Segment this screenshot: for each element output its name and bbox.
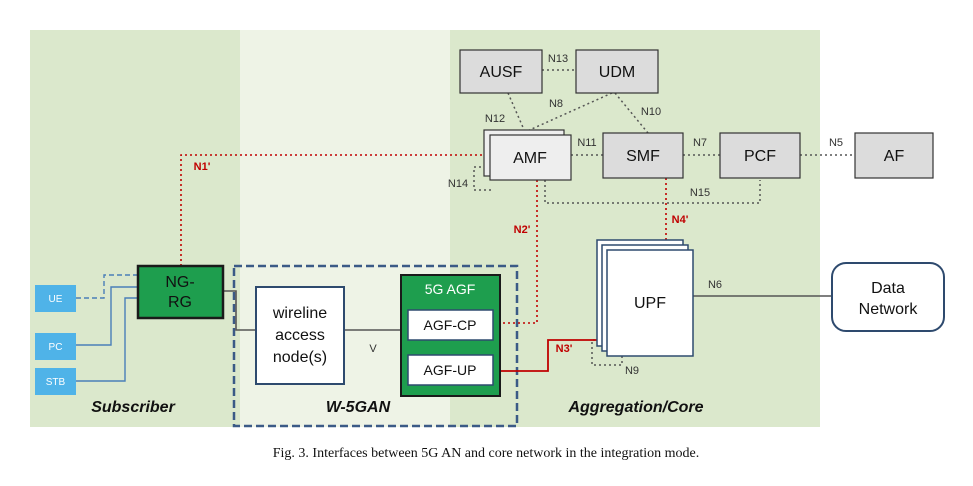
pcf-label: PCF bbox=[744, 148, 776, 165]
zone-label-w5gan: W-5GAN bbox=[326, 399, 391, 416]
wireline-label-2: access bbox=[275, 327, 325, 344]
label-n1-prime: N1' bbox=[194, 161, 211, 173]
pc-label: PC bbox=[49, 342, 63, 353]
agf-up-label: AGF-UP bbox=[424, 362, 477, 378]
amf-label: AMF bbox=[513, 150, 547, 167]
link-ngrg-wireline bbox=[223, 290, 256, 331]
control-links bbox=[180, 154, 667, 324]
upf-label: UPF bbox=[634, 295, 666, 312]
upf-box bbox=[606, 249, 694, 357]
label-n4-prime: N4' bbox=[672, 214, 689, 226]
access-links bbox=[223, 290, 404, 331]
stb-label: STB bbox=[46, 377, 66, 388]
stb-device bbox=[35, 368, 76, 395]
label-n8: N8 bbox=[549, 98, 563, 110]
ue-label: UE bbox=[49, 294, 63, 305]
label-n3-prime: N3' bbox=[556, 343, 573, 355]
label-n9: N9 bbox=[625, 365, 639, 377]
zone-subscriber-bg bbox=[30, 30, 240, 427]
label-n13: N13 bbox=[548, 53, 568, 65]
label-n7: N7 bbox=[693, 137, 707, 149]
link-amf-loop-n14 bbox=[473, 166, 492, 191]
zone-label-subscriber: Subscriber bbox=[91, 399, 175, 416]
pcf-box bbox=[719, 132, 801, 179]
label-n5: N5 bbox=[829, 137, 843, 149]
link-ue bbox=[76, 274, 138, 299]
device-links bbox=[76, 274, 138, 382]
label-n11: N11 bbox=[577, 137, 596, 149]
af-box bbox=[854, 132, 934, 179]
data-network-label-2: Network bbox=[859, 301, 919, 318]
ue-device bbox=[35, 285, 76, 312]
ng-rg-box bbox=[136, 264, 225, 320]
link-stb bbox=[76, 297, 138, 382]
link-udm-amf bbox=[524, 92, 613, 133]
link-pc bbox=[76, 286, 138, 346]
link-n1-prime bbox=[180, 154, 486, 266]
zone-label-aggregation: Aggregation/Core bbox=[567, 399, 703, 416]
ng-rg-label-2: RG bbox=[168, 294, 192, 311]
link-amf-pcf-n15 bbox=[544, 180, 761, 204]
amf-box bbox=[489, 134, 572, 181]
agf-up-box bbox=[407, 354, 494, 386]
label-n10: N10 bbox=[641, 106, 661, 118]
zone-core-bg bbox=[450, 30, 820, 427]
label-n12: N12 bbox=[485, 113, 505, 125]
af-label: AF bbox=[884, 148, 905, 165]
label-n6: N6 bbox=[708, 279, 722, 291]
label-n14: N14 bbox=[448, 178, 468, 190]
link-n3-prime bbox=[493, 339, 600, 372]
smf-box bbox=[602, 132, 684, 179]
link-udm-smf bbox=[614, 92, 649, 134]
label-v: V bbox=[369, 343, 377, 355]
data-network-box bbox=[831, 262, 945, 332]
agf-cp-label: AGF-CP bbox=[424, 317, 477, 333]
w5gan-boundary bbox=[232, 264, 519, 428]
ng-rg-label-1: NG- bbox=[165, 274, 194, 291]
link-ausf-amf bbox=[507, 92, 526, 133]
label-n2-prime: N2' bbox=[514, 224, 531, 236]
data-network-label-1: Data bbox=[871, 280, 905, 297]
ausf-label: AUSF bbox=[480, 64, 523, 81]
figure-caption: Fig. 3. Interfaces between 5G AN and cor… bbox=[273, 446, 699, 461]
smf-label: SMF bbox=[626, 148, 660, 165]
label-n15: N15 bbox=[690, 187, 710, 199]
agf-title: 5G AGF bbox=[425, 281, 476, 297]
ausf-box bbox=[459, 49, 543, 94]
wireline-access-node-box bbox=[255, 286, 345, 385]
agf-cp-box bbox=[407, 309, 494, 341]
wireline-label-1: wireline bbox=[272, 305, 327, 322]
udm-box bbox=[575, 49, 659, 94]
wireline-label-3: node(s) bbox=[273, 349, 327, 366]
pc-device bbox=[35, 333, 76, 360]
udm-label: UDM bbox=[599, 64, 635, 81]
